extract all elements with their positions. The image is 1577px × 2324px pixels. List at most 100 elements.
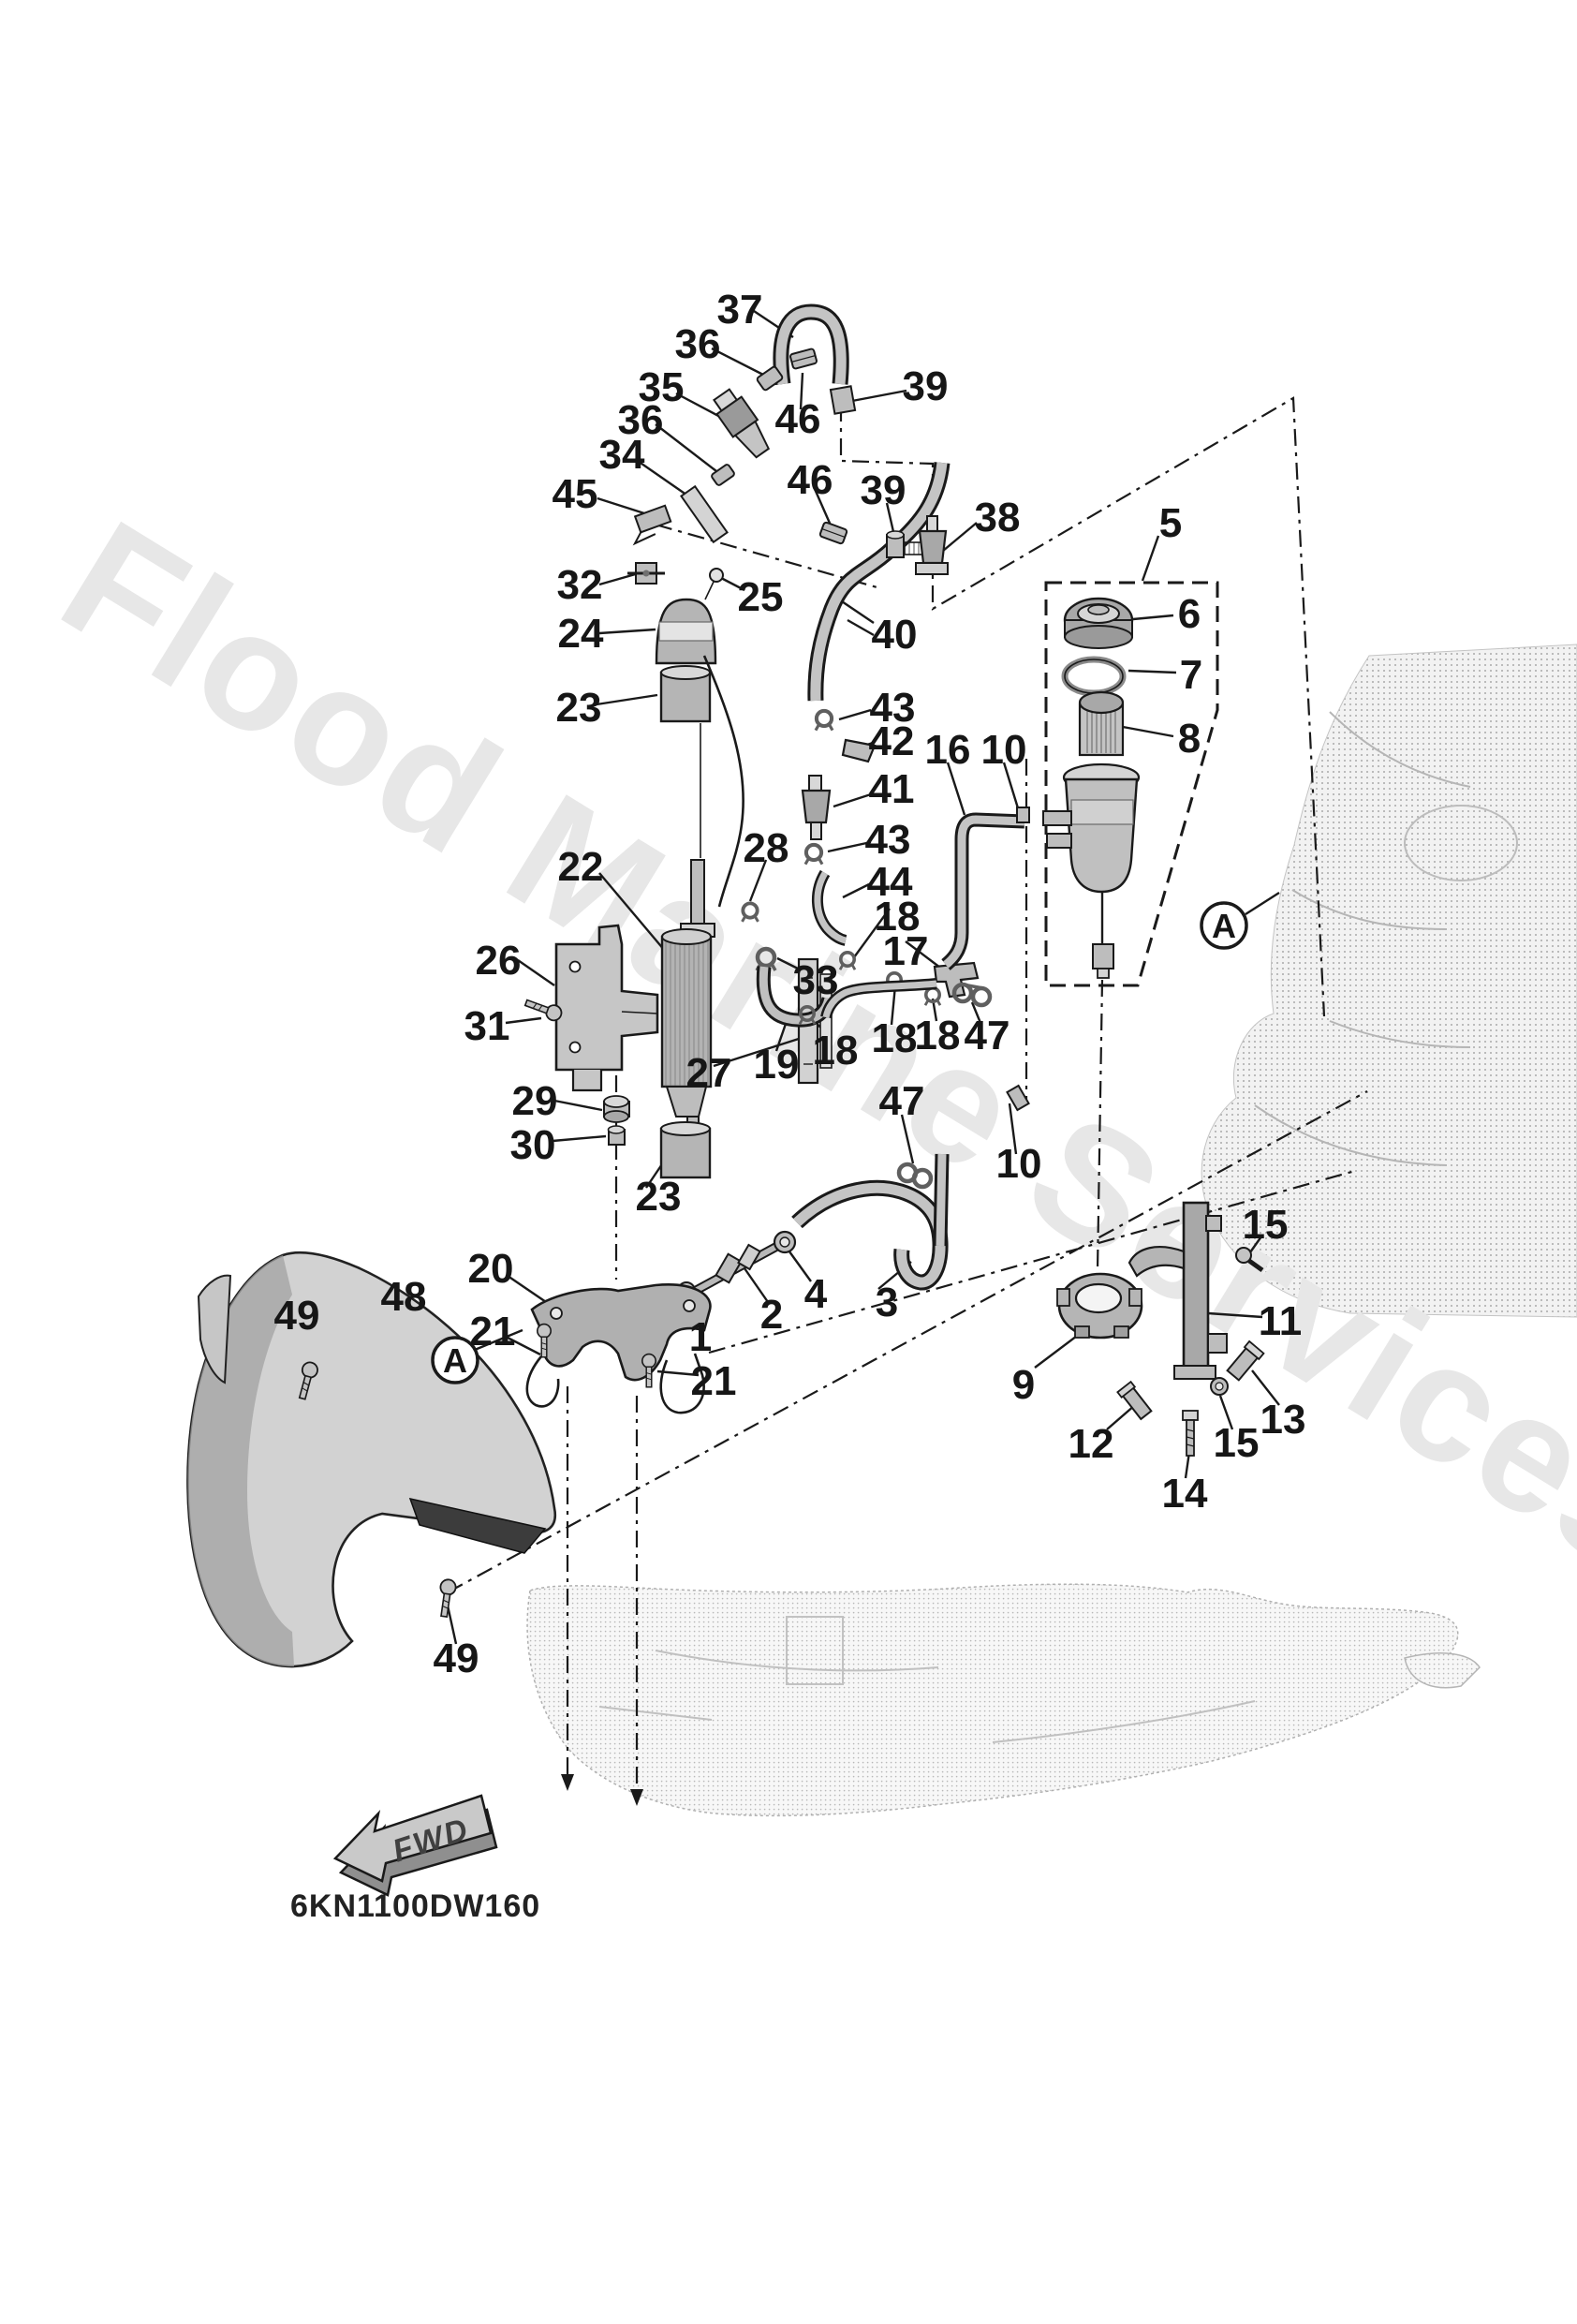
part-label-49: 49 [434, 1636, 479, 1681]
part-label-12: 12 [1069, 1421, 1114, 1467]
part-11-bracket [1127, 1201, 1228, 1380]
leader-lines [299, 310, 1280, 1645]
part-label-43: 43 [865, 817, 911, 863]
part-15-nut-lower [1210, 1377, 1229, 1396]
part-47-clamp-a [951, 982, 993, 1008]
part-12-bolt [1116, 1380, 1153, 1421]
part-38-joint [915, 515, 949, 575]
part-label-30: 30 [510, 1122, 556, 1168]
part-label-21: 21 [691, 1358, 737, 1404]
part-label-34: 34 [599, 432, 645, 478]
part-41-check-valve [801, 775, 832, 840]
part-label-14: 14 [1162, 1471, 1208, 1517]
part-label-23: 23 [636, 1174, 682, 1220]
filter-assembly-box [1044, 581, 1219, 987]
part-label-38: 38 [975, 495, 1021, 540]
part-label-18: 18 [915, 1013, 961, 1058]
part-label-39: 39 [861, 467, 906, 513]
part-label-27: 27 [686, 1050, 732, 1096]
part-8-filter-element [1078, 690, 1125, 757]
part-label-5: 5 [1159, 500, 1182, 546]
part-label-46: 46 [775, 396, 821, 442]
part-6-filter-cap [1063, 597, 1134, 649]
filter-inlet-nub [1016, 807, 1030, 823]
part-label-36: 36 [675, 321, 721, 367]
part-label-21: 21 [470, 1309, 516, 1354]
part-46-clamp-top [788, 347, 818, 371]
part-label-44: 44 [867, 859, 913, 905]
part-label-10: 10 [996, 1141, 1042, 1187]
part-label-40: 40 [872, 612, 918, 658]
part-label-49: 49 [274, 1293, 320, 1339]
part-label-4: 4 [804, 1271, 828, 1317]
part-label-7: 7 [1180, 652, 1202, 698]
part-35-pressure-fitting [713, 388, 771, 459]
part-label-23: 23 [556, 685, 602, 731]
part-39-nipple-a [829, 385, 857, 415]
part-26-pump-bracket [554, 924, 659, 1092]
section-lines [447, 396, 1368, 1806]
part-25-washer [704, 568, 724, 600]
part-29-damper [603, 1095, 630, 1123]
part-label-45: 45 [553, 471, 598, 517]
part-14-bolt [1182, 1410, 1199, 1457]
part-label-1: 1 [689, 1314, 712, 1360]
part-13-bolt [1226, 1340, 1265, 1382]
part-40-hose [807, 461, 951, 702]
part-label-37: 37 [717, 287, 763, 333]
part-label-41: 41 [869, 766, 915, 812]
part-9-mount-nut [1056, 1272, 1143, 1340]
part-45-holder [632, 504, 672, 546]
part-label-18: 18 [813, 1028, 859, 1073]
part-3-hose [791, 1179, 949, 1291]
part-7-oring [1061, 656, 1127, 697]
part-label-17: 17 [883, 928, 929, 974]
hose-17-to-19 [820, 978, 937, 1019]
part-42-elbow [841, 738, 877, 763]
view-marker-a-right: A [1200, 901, 1248, 950]
part-label-31: 31 [464, 1003, 510, 1049]
part-label-33: 33 [793, 957, 839, 1003]
part-23-spacer-lower [659, 1121, 712, 1179]
part-10-hose-piece [933, 1153, 950, 1247]
part-label-18: 18 [872, 1015, 918, 1061]
part-label-2: 2 [760, 1292, 783, 1338]
part-30-bolt [607, 1125, 626, 1146]
part-46-clamp-mid [818, 521, 848, 545]
part-32-joint [627, 562, 665, 585]
part-44-hose [811, 869, 847, 946]
part-49-bolt-b [435, 1577, 458, 1619]
part-label-47: 47 [879, 1078, 925, 1124]
part-label-26: 26 [476, 938, 522, 984]
view-marker-a-left-label: A [443, 1341, 467, 1380]
part-label-48: 48 [381, 1274, 427, 1320]
pump-wire [702, 655, 744, 908]
part-47-clamp-b [896, 1162, 934, 1190]
part-label-19: 19 [754, 1042, 800, 1088]
part-20-clamp-bracket [525, 1283, 712, 1414]
part-34-tube [680, 484, 729, 544]
hose-10-fitting [1006, 1084, 1030, 1112]
view-marker-a-left: A [431, 1336, 479, 1384]
part-label-43: 43 [870, 685, 916, 731]
part-label-46: 46 [788, 457, 833, 503]
part-label-8: 8 [1178, 716, 1201, 762]
part-label-35: 35 [639, 364, 685, 410]
part-label-16: 16 [925, 727, 971, 773]
part-23-spacer-upper [659, 665, 712, 723]
part-label-10: 10 [981, 727, 1027, 773]
part-4-nut [773, 1230, 797, 1254]
part-36-fitting-upper [756, 365, 784, 392]
part-label-42: 42 [869, 718, 915, 764]
part-label-28: 28 [744, 825, 789, 871]
part-15-bolt-upper [1235, 1247, 1264, 1273]
part-label-25: 25 [738, 574, 784, 620]
part-label-18: 18 [875, 894, 921, 940]
part-37-vent-hose [773, 303, 849, 386]
view-marker-a-right-label: A [1212, 907, 1236, 945]
part-16-fuel-hose [941, 812, 1025, 970]
part-label-22: 22 [558, 844, 604, 890]
